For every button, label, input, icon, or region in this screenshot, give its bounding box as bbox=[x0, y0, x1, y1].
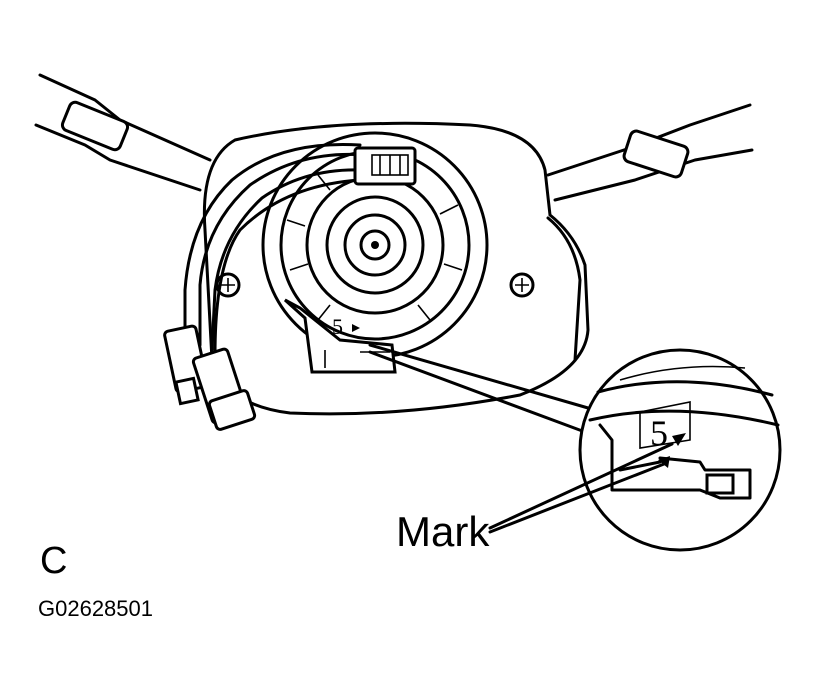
zoom-detail: 5 bbox=[578, 348, 782, 552]
small-digit: 5 bbox=[332, 314, 343, 339]
right-switch-stalk bbox=[546, 103, 754, 202]
zoom-leader-lines bbox=[368, 343, 597, 434]
panel-letter: C bbox=[40, 540, 68, 582]
lower-connector-2 bbox=[191, 347, 257, 431]
screw-right bbox=[509, 272, 535, 298]
left-switch-stalk bbox=[34, 73, 212, 192]
top-connector bbox=[353, 146, 417, 186]
wire-harness bbox=[183, 142, 367, 357]
figure-id: G02628501 bbox=[38, 596, 153, 621]
mark-pointer-lines bbox=[488, 442, 674, 534]
spiral-cable bbox=[261, 131, 489, 359]
alignment-tab: 5 bbox=[283, 298, 397, 374]
mark-label: Mark bbox=[396, 508, 490, 555]
detail-digit: 5 bbox=[650, 413, 668, 453]
